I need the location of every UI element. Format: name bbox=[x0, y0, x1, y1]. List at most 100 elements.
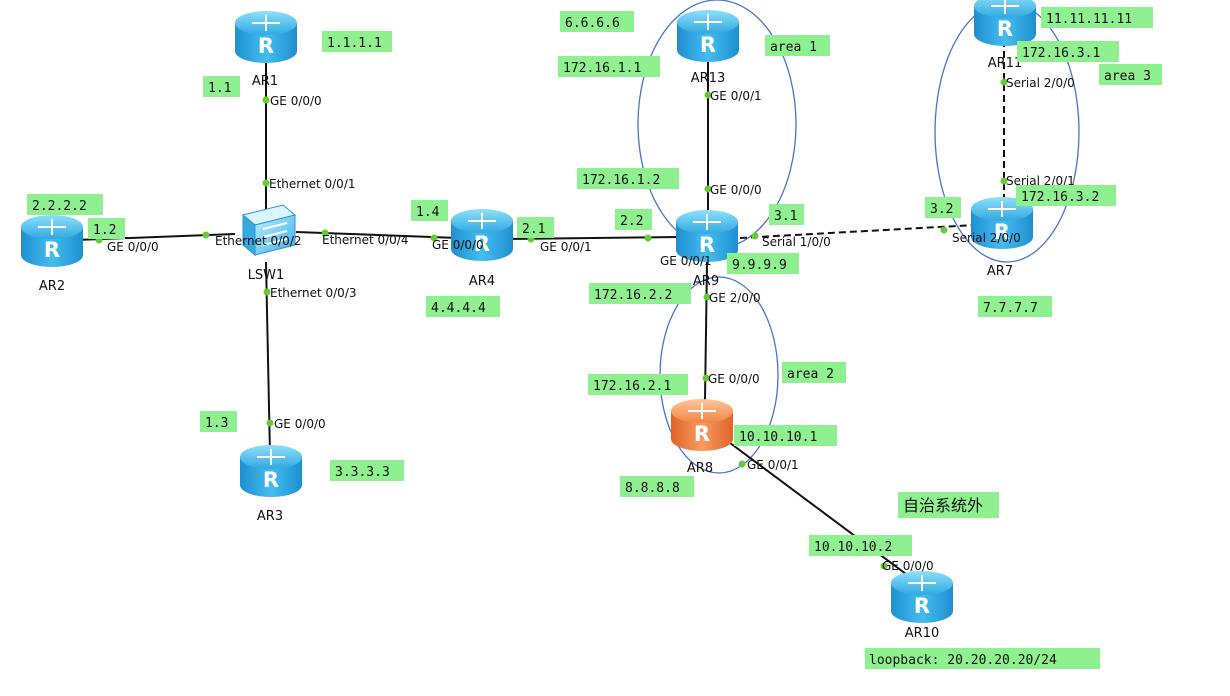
switch-lsw1-icon[interactable] bbox=[241, 204, 297, 257]
note-text: 2.2.2.2 bbox=[32, 199, 87, 214]
link-ar9-ar7-serial[interactable] bbox=[739, 224, 976, 239]
note-text: 11.11.11.11 bbox=[1046, 12, 1132, 27]
router-ar11-icon[interactable]: R bbox=[974, 0, 1036, 46]
note-ar10-loopback[interactable]: loopback: 20.20.20.20/24 bbox=[865, 648, 1100, 669]
svg-text:R: R bbox=[994, 220, 1010, 244]
port-dot bbox=[940, 226, 948, 234]
note-outside-as[interactable]: 自治系统外 bbox=[898, 492, 999, 518]
note-area-3[interactable]: area 3 bbox=[1099, 64, 1162, 85]
port-label: GE 0/0/0 bbox=[710, 183, 762, 197]
note-ar9-ip-serial[interactable]: 3.1 bbox=[769, 204, 804, 225]
note-ar7-loopback[interactable]: 7.7.7.7 bbox=[978, 296, 1052, 317]
port-dot bbox=[321, 229, 329, 237]
router-ar2-icon[interactable]: R bbox=[21, 215, 83, 267]
note-text: 172.16.3.1 bbox=[1022, 46, 1100, 61]
note-ar4-ip-lan[interactable]: 1.4 bbox=[411, 200, 448, 221]
links bbox=[49, 40, 1005, 578]
note-text: 10.10.10.2 bbox=[814, 540, 892, 555]
svg-text:R: R bbox=[474, 232, 490, 256]
port-dot bbox=[704, 185, 712, 193]
port-dot bbox=[1000, 177, 1008, 185]
note-text: area 2 bbox=[787, 367, 834, 382]
note-ar8-ip-ext[interactable]: 10.10.10.1 bbox=[734, 425, 837, 446]
port-dot bbox=[751, 232, 759, 240]
svg-text:R: R bbox=[699, 233, 715, 257]
note-text: 9.9.9.9 bbox=[732, 258, 787, 273]
note-text: 1.1.1.1 bbox=[327, 36, 382, 51]
svg-text:R: R bbox=[258, 34, 274, 58]
port-label: Serial 2/0/0 bbox=[952, 231, 1021, 245]
note-text: 172.16.2.2 bbox=[594, 288, 672, 303]
port-dot bbox=[263, 288, 271, 296]
note-text: 8.8.8.8 bbox=[625, 481, 680, 496]
device-name-ar13: AR13 bbox=[691, 71, 725, 86]
router-ar4-icon[interactable]: R bbox=[451, 209, 513, 261]
port-dot bbox=[880, 562, 888, 570]
port-label: GE 0/0/0 bbox=[708, 372, 760, 386]
port-label: GE 0/0/0 bbox=[270, 94, 322, 108]
note-ar11-ip[interactable]: 172.16.3.1 bbox=[1017, 41, 1119, 62]
note-ar7-ip-area3[interactable]: 172.16.3.2 bbox=[1016, 185, 1116, 206]
note-area-2[interactable]: area 2 bbox=[782, 362, 846, 383]
port-dot bbox=[202, 231, 210, 239]
note-ar9-ip-area2[interactable]: 172.16.2.2 bbox=[589, 283, 691, 304]
device-name-ar9: AR9 bbox=[693, 274, 719, 289]
router-ar10-icon[interactable]: R bbox=[891, 571, 953, 623]
port-dot bbox=[1000, 78, 1008, 86]
router-ar1-icon[interactable]: R bbox=[235, 11, 297, 63]
router-ar8-icon[interactable]: R bbox=[671, 399, 733, 451]
note-ar3-loopback[interactable]: 3.3.3.3 bbox=[330, 460, 404, 481]
note-ar10-ip[interactable]: 10.10.10.2 bbox=[809, 535, 912, 556]
note-ar1-ip[interactable]: 1.1 bbox=[203, 76, 240, 97]
note-ar9-ip-area1[interactable]: 172.16.1.2 bbox=[577, 168, 679, 189]
note-ar9-loopback[interactable]: 9.9.9.9 bbox=[727, 253, 799, 274]
device-name-ar10: AR10 bbox=[905, 626, 939, 641]
note-text: 2.2 bbox=[620, 214, 643, 229]
port-label: Ethernet 0/0/4 bbox=[322, 233, 409, 247]
port-label: Ethernet 0/0/1 bbox=[269, 177, 356, 191]
port-label: GE 0/0/1 bbox=[540, 240, 592, 254]
router-ar13-icon[interactable]: R bbox=[677, 10, 739, 62]
port-dot bbox=[430, 234, 438, 242]
note-ar3-ip[interactable]: 1.3 bbox=[200, 411, 237, 432]
note-ar2-ip[interactable]: 1.2 bbox=[88, 218, 125, 239]
note-ar8-loopback[interactable]: 8.8.8.8 bbox=[620, 476, 694, 497]
svg-text:R: R bbox=[694, 422, 710, 446]
port-dot bbox=[262, 179, 270, 187]
note-ar4-loopback[interactable]: 4.4.4.4 bbox=[426, 296, 500, 317]
note-text: loopback: 20.20.20.20/24 bbox=[869, 653, 1057, 668]
note-text: 1.4 bbox=[416, 205, 440, 220]
note-ar13-loopback[interactable]: 6.6.6.6 bbox=[560, 11, 634, 32]
note-text: 2.1 bbox=[522, 222, 545, 237]
port-label: GE 2/0/0 bbox=[709, 291, 761, 305]
svg-text:R: R bbox=[700, 33, 716, 57]
port-label: GE 0/0/1 bbox=[747, 458, 799, 472]
note-text: 172.16.1.2 bbox=[582, 173, 660, 188]
device-names: AR1 AR2 AR3 AR4 AR13 AR9 AR8 AR7 AR11 AR… bbox=[39, 56, 1022, 641]
note-ar8-ip-area2[interactable]: 172.16.2.1 bbox=[588, 374, 688, 395]
note-ar7-ip-serial[interactable]: 3.2 bbox=[925, 197, 961, 218]
note-text: 7.7.7.7 bbox=[983, 301, 1038, 316]
note-text: 6.6.6.6 bbox=[565, 16, 620, 31]
note-ar2-loopback[interactable]: 2.2.2.2 bbox=[27, 194, 103, 215]
router-ar3-icon[interactable]: R bbox=[240, 445, 302, 497]
note-area-1[interactable]: area 1 bbox=[765, 35, 830, 56]
note-ar4-ip-wan[interactable]: 2.1 bbox=[517, 217, 554, 238]
device-name-ar1: AR1 bbox=[252, 74, 278, 89]
port-dot bbox=[702, 374, 710, 382]
note-ar9-ip-ar4[interactable]: 2.2 bbox=[615, 209, 652, 230]
svg-text:R: R bbox=[263, 468, 279, 492]
note-text: 4.4.4.4 bbox=[431, 301, 486, 316]
note-ar11-loopback[interactable]: 11.11.11.11 bbox=[1041, 7, 1153, 28]
svg-text:R: R bbox=[44, 238, 60, 262]
port-label: Ethernet 0/0/3 bbox=[270, 286, 357, 300]
router-ar7-icon[interactable]: R bbox=[971, 197, 1033, 249]
note-text: area 3 bbox=[1104, 69, 1151, 84]
port-dot bbox=[738, 460, 746, 468]
note-ar1-loopback[interactable]: 1.1.1.1 bbox=[322, 31, 392, 52]
note-ar13-ip[interactable]: 172.16.1.1 bbox=[558, 56, 660, 77]
port-label: GE 0/0/0 bbox=[882, 559, 934, 573]
port-label: GE 0/0/0 bbox=[107, 240, 159, 254]
notes: 1.1.1.1 1.1 2.2.2.2 1.2 1.3 3.3.3.3 1.4 … bbox=[27, 7, 1162, 669]
router-ar9-icon[interactable]: R bbox=[676, 210, 738, 262]
